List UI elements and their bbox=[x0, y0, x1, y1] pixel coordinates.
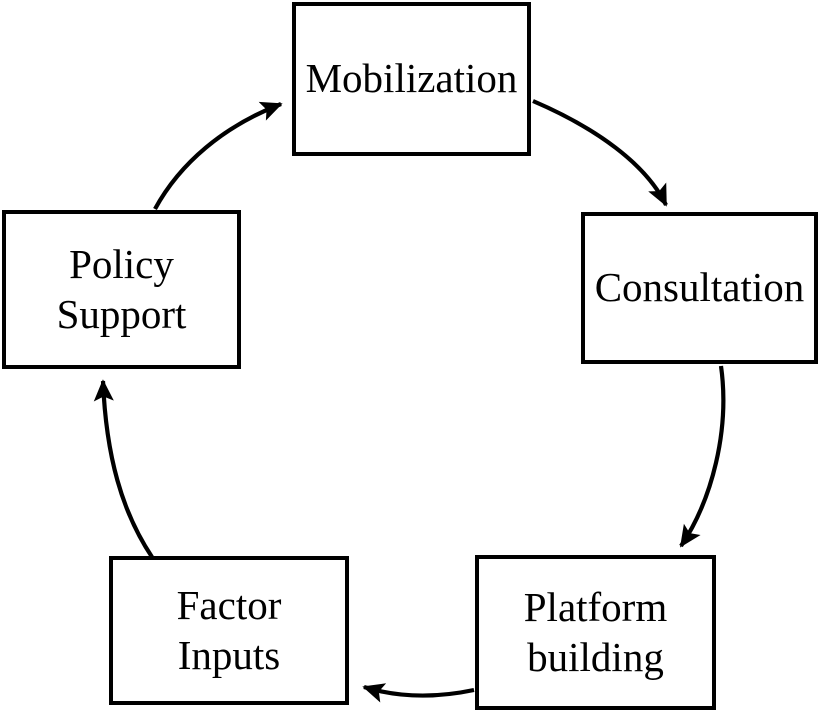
node-platform-building-label: Platform building bbox=[523, 584, 668, 680]
edge-policy-mobilization bbox=[153, 101, 283, 211]
node-policy-support-label: Policy Support bbox=[56, 241, 187, 337]
node-mobilization[interactable]: Mobilization bbox=[292, 2, 531, 156]
node-factor-inputs-label: Factor Inputs bbox=[176, 582, 282, 678]
edge-consultation-platform bbox=[679, 365, 726, 548]
edge-mobilization-consultation bbox=[532, 99, 668, 207]
node-platform-building[interactable]: Platform building bbox=[475, 555, 716, 710]
edge-factor-policy bbox=[93, 379, 154, 559]
node-mobilization-label: Mobilization bbox=[305, 55, 518, 102]
edge-platform-factor bbox=[362, 683, 475, 703]
node-factor-inputs[interactable]: Factor Inputs bbox=[109, 556, 349, 705]
node-consultation-label: Consultation bbox=[594, 264, 805, 311]
node-consultation[interactable]: Consultation bbox=[581, 212, 818, 364]
node-policy-support[interactable]: Policy Support bbox=[2, 210, 241, 369]
